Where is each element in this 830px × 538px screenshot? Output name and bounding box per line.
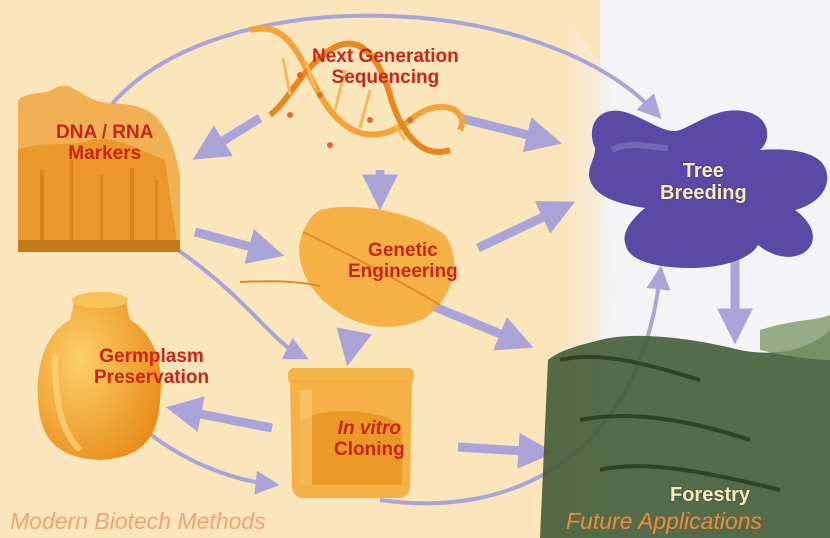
arrow-genetic-to-cloning — [350, 332, 354, 352]
genetic-engineering-label: Genetic Engineering — [348, 240, 458, 283]
cloning-label-line1: In vitro — [334, 418, 405, 439]
cloning-label-line2: Cloning — [334, 439, 405, 460]
tree-breeding-label-line2: Breeding — [660, 182, 747, 204]
germplasm-label: Germplasm Preservation — [94, 346, 209, 389]
markers-label-line2: Markers — [56, 143, 153, 164]
genetic-engineering-label-line1: Genetic — [348, 240, 458, 261]
tree-breeding-label: Tree Breeding — [660, 160, 747, 205]
tree-breeding-label-line1: Tree — [660, 160, 747, 182]
cloning-label: In vitro Cloning — [334, 418, 405, 461]
markers-label-line1: DNA / RNA — [56, 122, 153, 143]
forestry-label-line1: Forestry — [670, 484, 750, 506]
markers-label: DNA / RNA Markers — [56, 122, 153, 165]
footer-modern-biotech-methods: Modern Biotech Methods — [10, 508, 266, 535]
genetic-engineering-label-line2: Engineering — [348, 261, 458, 282]
germplasm-label-line1: Germplasm — [94, 346, 209, 367]
footer-future-applications: Future Applications — [566, 508, 762, 535]
ngs-label-line1: Next Generation — [312, 46, 459, 67]
ngs-label: Next Generation Sequencing — [312, 46, 459, 89]
ngs-label-line2: Sequencing — [312, 67, 459, 88]
germplasm-label-line2: Preservation — [94, 367, 209, 388]
forestry-label: Forestry — [670, 484, 750, 506]
arrow-cloning-to-forestry — [458, 447, 540, 452]
